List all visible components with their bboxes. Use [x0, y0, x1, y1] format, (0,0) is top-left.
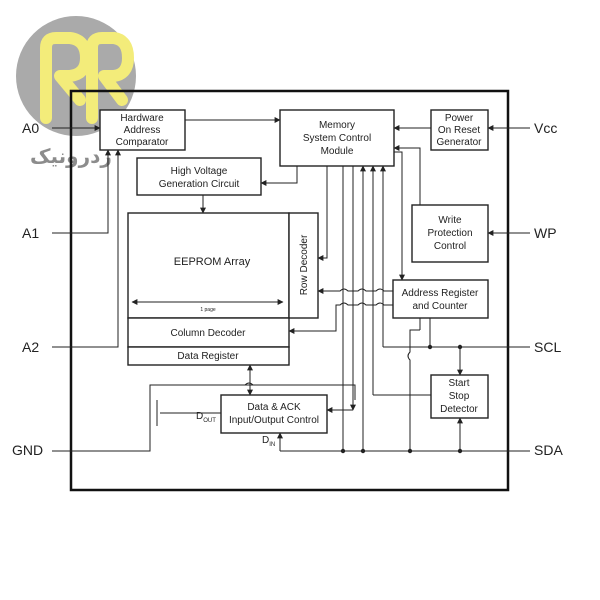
pin-label-vcc: Vcc — [534, 120, 557, 136]
dout-label: DOUT — [196, 411, 216, 424]
svg-text:Row Decoder: Row Decoder — [299, 234, 310, 295]
svg-text:Column Decoder: Column Decoder — [170, 328, 246, 339]
svg-text:EEPROM Array: EEPROM Array — [174, 256, 251, 268]
row-decoder: Row Decoder — [288, 212, 319, 319]
data-register: Data Register — [127, 346, 290, 366]
pin-label-scl: SCL — [534, 339, 561, 355]
chip-outline — [69, 89, 510, 492]
pin-label-a0: A0 — [22, 120, 39, 136]
eeprom-array: EEPROM Array 1 page — [127, 212, 290, 319]
din-label: DIN — [262, 435, 275, 448]
pin-label-a2: A2 — [22, 339, 39, 355]
wiring — [52, 117, 530, 454]
pin-label-sda: SDA — [534, 442, 563, 458]
logo-mark — [40, 32, 134, 124]
pin-label-a1: A1 — [22, 225, 39, 241]
pin-label-wp: WP — [534, 225, 557, 241]
column-decoder: Column Decoder — [127, 317, 290, 348]
svg-text:1 page: 1 page — [200, 307, 216, 313]
svg-text:Data Register: Data Register — [177, 351, 239, 362]
pin-label-gnd: GND — [12, 442, 43, 458]
